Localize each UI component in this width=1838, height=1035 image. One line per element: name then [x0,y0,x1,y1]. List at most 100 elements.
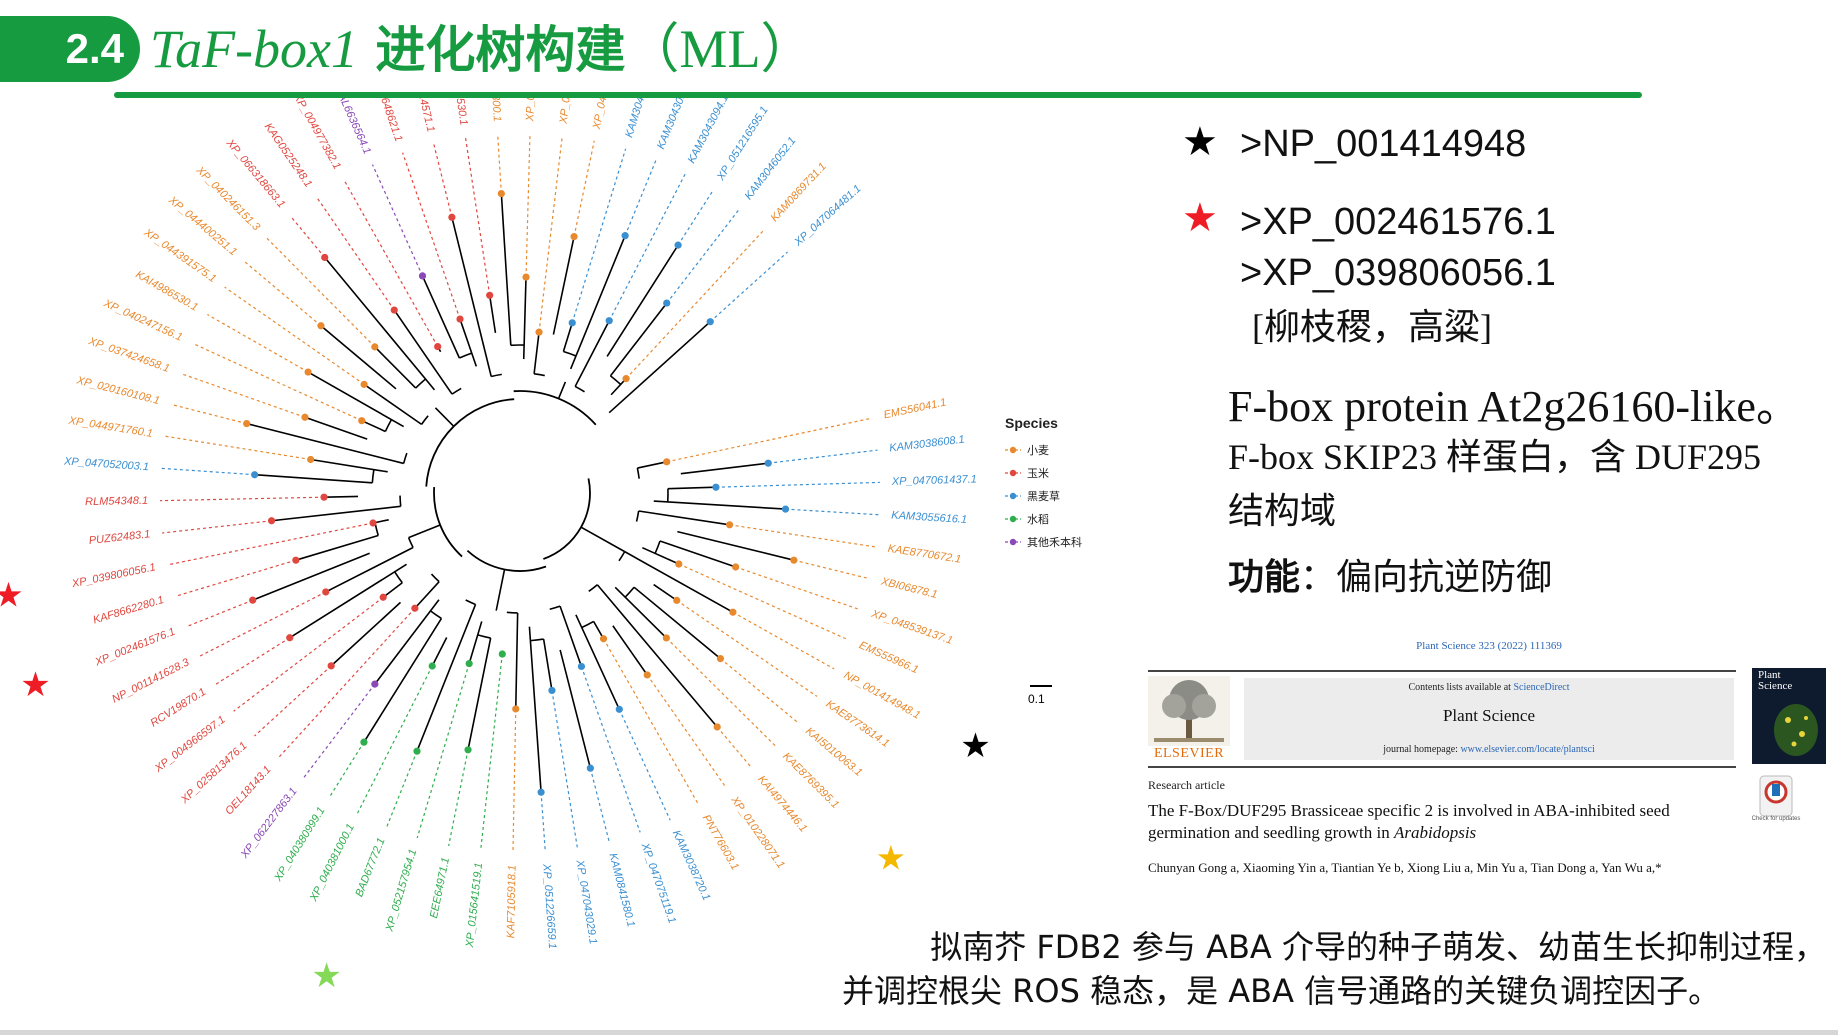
leaf-label: XP_044971760.1 [67,415,154,440]
tree-branch [667,486,716,490]
leaf-guide-line [608,173,687,322]
cover-title-1: Plant [1758,669,1781,681]
tree-branch [374,599,440,685]
leaf-guide-line [525,133,531,278]
slide-title: TaF-box1 进化树构建（ML） [150,14,814,84]
leaf-node [418,272,427,280]
tree-branch [468,621,483,664]
leaf-guide-line [573,140,595,237]
contents-prefix: Contents lists available at [1408,682,1514,693]
leaf-node [307,455,315,464]
tree-branch [289,563,407,639]
leaf-node [712,483,720,491]
check-updates-label: Check for updates [1751,816,1801,822]
leaf-node [428,662,436,670]
leaf-label: KAM3043091.1 [655,98,695,151]
black-star-icon: ★ [1182,120,1218,164]
tree-branch [467,637,492,750]
leaf-guide-line [464,137,491,296]
leaf-node [790,556,798,564]
clade-arc [420,415,429,425]
leaf-guide-line [480,653,503,851]
trunk-branch [495,569,506,611]
leaf-guide-line [677,189,715,246]
legend-label: 水稻 [1027,513,1049,526]
clade-arc [371,469,375,483]
leaf-node [286,634,294,642]
tree-branch [431,637,448,667]
leaf-node [358,417,366,425]
trunk-arc [543,478,591,560]
clade-arc [574,385,585,393]
homepage-link[interactable]: www.elsevier.com/locate/plantsci [1460,744,1595,755]
leaf-node [586,764,594,772]
legend-swatch-dot [1009,469,1017,477]
legend-label: 其他禾本科 [1027,535,1082,549]
tree-branch [324,256,436,391]
leaf-guide-line [433,143,453,218]
leaf-guide-line [276,607,416,760]
leaf-node [716,654,725,663]
leaf-label: KAM3038608.1 [889,434,966,455]
leaf-guide-line [402,152,461,320]
clade-arc [394,571,403,584]
clade-arc [451,387,462,395]
leaf-guide-line [301,683,376,781]
paper-citation: Plant Science 323 (2022) 111369 [1416,640,1562,652]
tree-branch [459,318,478,367]
leaf-node [434,342,442,351]
elsevier-logo: ELSEVIER [1148,676,1230,762]
tree-branch [609,302,668,377]
tree-branch [559,605,583,667]
elsevier-wordmark: ELSEVIER [1153,746,1225,761]
leaf-guide-line [720,658,798,723]
check-updates-icon[interactable] [1754,774,1798,818]
leaf-label: XP_048539137.1 [869,608,954,647]
leaf-guide-line [732,611,835,670]
tree-branch [363,383,423,426]
leaf-guide-line [676,599,818,697]
leaf-label: XP_044440885.1 [524,98,538,122]
leaf-node [486,291,494,299]
clade-arc [534,373,545,377]
tree-branch [633,586,721,660]
tree-branch [610,378,627,396]
tree-branch [310,458,388,473]
leaf-guide-line [160,467,255,476]
leaf-node [726,521,734,529]
tree-branch [575,614,621,710]
leaf-node [379,593,387,601]
leaf-guide-line [729,524,877,548]
tree-branch [606,244,679,357]
sciencedirect-link[interactable]: ScienceDirect [1513,682,1570,693]
tree-branch [659,540,736,568]
leaf-node [732,563,740,571]
tree-branch [488,295,497,333]
clade-arc [399,495,402,507]
highlight-star-icon: ★ [20,666,50,704]
leaf-guide-line [185,599,253,628]
article-title: The F-Box/DUF295 Brassiceae specific 2 i… [1148,800,1744,844]
leaf-label: KAM3043096.1 [623,98,657,139]
leaf-label: RCV19870.1 [148,686,208,730]
leaf-label: XP_015641519.1 [464,862,485,949]
leaf-guide-line [356,665,433,815]
red-star-accession-2: >XP_039806056.1 [1240,252,1556,294]
leaf-node [643,671,651,679]
tree-branch [271,505,401,522]
leaf-label: OEL18143.1 [223,764,274,818]
leaf-node [369,519,377,527]
title-gene: TaF-box1 [150,19,359,79]
clade-arc [609,375,622,386]
leaf-guide-line [167,522,374,566]
summary-line-1: 拟南芥 FDB2 参与 ABA 介导的种子萌发、幼苗生长抑制过程， [930,928,1826,966]
trunk-branch [580,526,626,553]
leaf-guide-line [624,159,657,236]
leaf-guide-line [265,237,376,348]
leaf-node [615,705,623,713]
leaf-node [663,458,671,466]
leaf-node [713,723,721,731]
leaf-label: KAI4986530.1 [133,269,200,314]
tree-branch [393,309,453,395]
